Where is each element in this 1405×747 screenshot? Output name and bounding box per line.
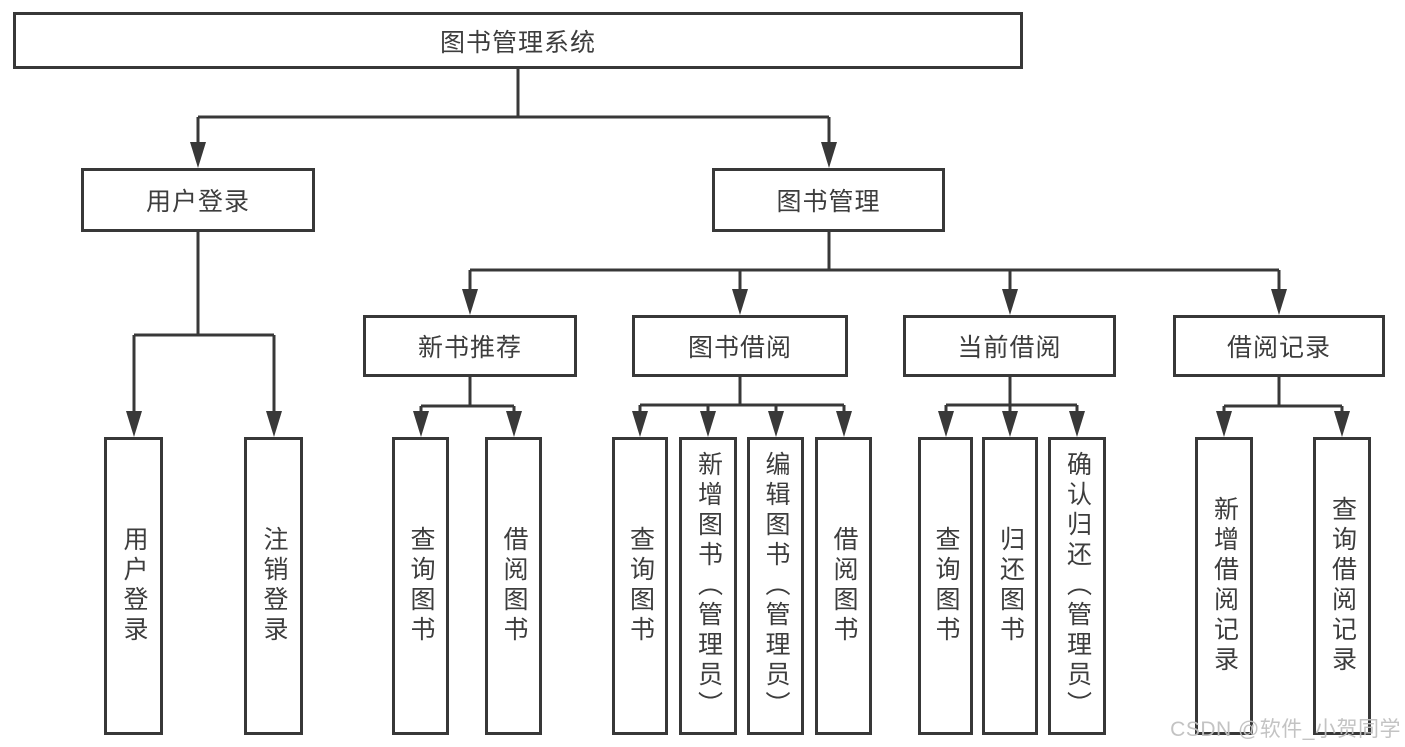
node-borrowing-records-label: 借阅记录 xyxy=(1226,334,1331,362)
node-root-label: 图书管理系统 xyxy=(439,28,596,57)
leaf-query-books-recommend: 查询图书 xyxy=(392,437,449,735)
node-book-management-label: 图书管理 xyxy=(776,188,881,216)
leaf-borrow-books-recommend-label: 借阅图书 xyxy=(500,526,528,646)
leaf-add-book-admin-label: 新增图书（管理员） xyxy=(694,451,723,721)
node-user-login-group: 用户登录 xyxy=(81,168,315,232)
leaf-query-books-current-label: 查询图书 xyxy=(932,526,960,646)
leaf-return-book: 归还图书 xyxy=(982,437,1038,735)
leaf-confirm-return-admin-label: 确认归还（管理员） xyxy=(1063,451,1092,721)
leaf-confirm-return-admin: 确认归还（管理员） xyxy=(1048,437,1106,735)
leaf-borrow-books-borrowing-label: 借阅图书 xyxy=(830,526,858,646)
node-book-borrowing-label: 图书借阅 xyxy=(687,334,792,362)
leaf-borrow-books-recommend: 借阅图书 xyxy=(485,437,542,735)
leaf-edit-book-admin: 编辑图书（管理员） xyxy=(747,437,804,735)
leaf-query-books-current: 查询图书 xyxy=(918,437,973,735)
leaf-query-books-recommend-label: 查询图书 xyxy=(407,526,435,646)
arrowheads xyxy=(126,142,1350,437)
leaf-logout: 注销登录 xyxy=(244,437,303,735)
node-book-borrowing: 图书借阅 xyxy=(632,315,848,377)
leaf-user-login: 用户登录 xyxy=(104,437,163,735)
node-borrowing-records: 借阅记录 xyxy=(1173,315,1385,377)
watermark: CSDN @软件_小贺同学 xyxy=(1170,718,1401,741)
node-book-management: 图书管理 xyxy=(712,168,945,232)
leaf-query-books-borrowing-label: 查询图书 xyxy=(626,526,655,646)
connector-book-borrow-branch xyxy=(638,377,846,414)
connector-new-book-branch xyxy=(419,377,516,414)
connector-current-borrow-branch xyxy=(944,377,1079,414)
leaf-add-borrow-record: 新增借阅记录 xyxy=(1195,437,1253,735)
leaf-query-books-borrowing: 查询图书 xyxy=(612,437,668,735)
connector-root-branch xyxy=(196,69,831,150)
leaf-user-login-label: 用户登录 xyxy=(120,526,148,646)
connector-book-management-branch xyxy=(468,232,1281,292)
leaf-query-borrow-record: 查询借阅记录 xyxy=(1313,437,1371,735)
node-new-book-recommend-label: 新书推荐 xyxy=(417,334,522,362)
node-new-book-recommend: 新书推荐 xyxy=(363,315,577,377)
leaf-add-book-admin: 新增图书（管理员） xyxy=(679,437,737,735)
node-current-borrowing: 当前借阅 xyxy=(903,315,1116,377)
leaf-return-book-label: 归还图书 xyxy=(996,526,1025,646)
node-current-borrowing-label: 当前借阅 xyxy=(957,334,1062,362)
node-root: 图书管理系统 xyxy=(13,12,1023,69)
connector-borrow-records-branch xyxy=(1222,377,1344,414)
connector-user-login-branch xyxy=(132,232,276,414)
leaf-borrow-books-borrowing: 借阅图书 xyxy=(815,437,872,735)
leaf-edit-book-admin-label: 编辑图书（管理员） xyxy=(762,451,790,721)
leaf-logout-label: 注销登录 xyxy=(260,526,288,646)
node-user-login-group-label: 用户登录 xyxy=(145,188,250,216)
leaf-add-borrow-record-label: 新增借阅记录 xyxy=(1210,496,1239,676)
leaf-query-borrow-record-label: 查询借阅记录 xyxy=(1328,496,1357,676)
